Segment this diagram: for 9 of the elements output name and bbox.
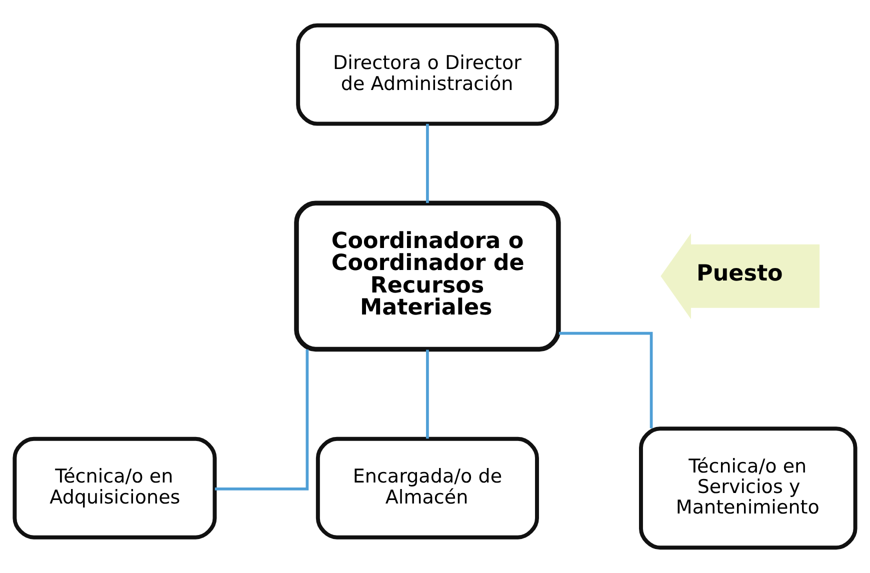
node-box: Técnica/o en Adquisiciones [12, 436, 217, 540]
connector [558, 332, 653, 428]
connector [426, 124, 429, 203]
node-box: Encargada/o de Almacén [316, 436, 539, 540]
connector [214, 349, 309, 490]
node-box: Coordinadora o Coordinador de Recursos Materiales [294, 200, 561, 352]
node-box: Directora o Director de Administración [296, 23, 559, 126]
node-box: Técnica/o en Servicios y Mantenimiento [639, 426, 858, 550]
connector [426, 350, 429, 439]
